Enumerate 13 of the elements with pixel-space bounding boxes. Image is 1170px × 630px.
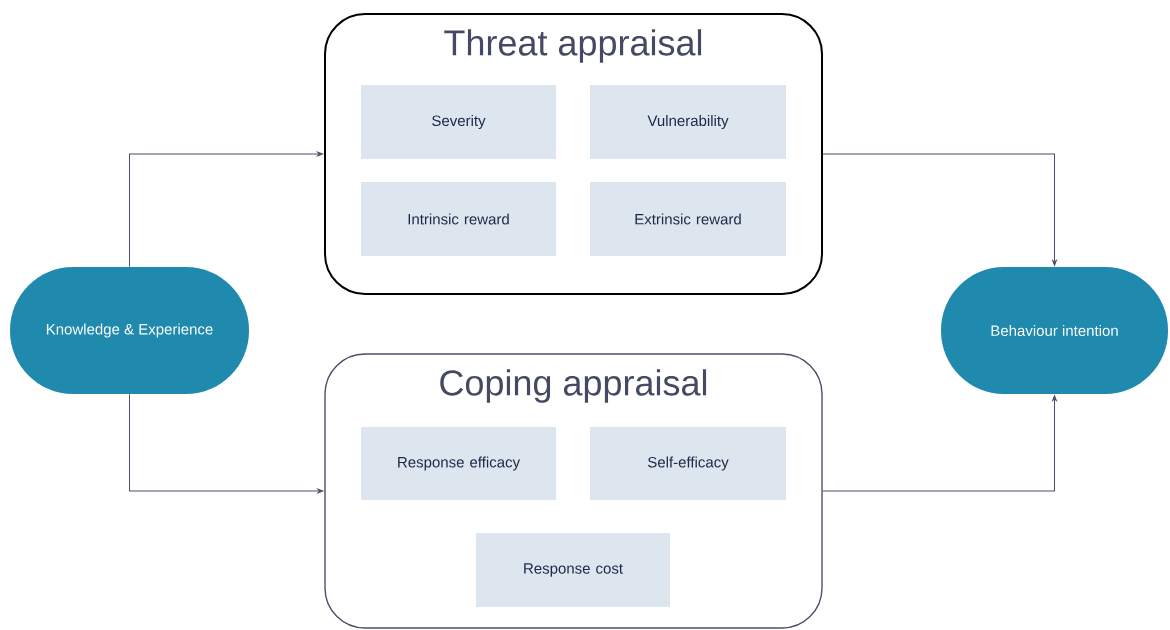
arrow	[129, 151, 324, 268]
arrow	[129, 393, 324, 494]
factor-box: Response efficacy	[361, 427, 556, 500]
factor-box: Intrinsic reward	[361, 182, 556, 256]
terminal-pill: Knowledge & Experience	[10, 267, 249, 394]
factor-box: Extrinsic reward	[590, 182, 786, 256]
arrow	[822, 153, 1057, 266]
factor-box: Self-efficacy	[590, 427, 786, 500]
factor-box: Severity	[361, 85, 556, 159]
terminal-pill: Behaviour intention	[941, 267, 1168, 394]
factor-box: Response cost	[476, 533, 670, 607]
arrow	[822, 395, 1057, 492]
factor-box: Vulnerability	[590, 85, 786, 159]
